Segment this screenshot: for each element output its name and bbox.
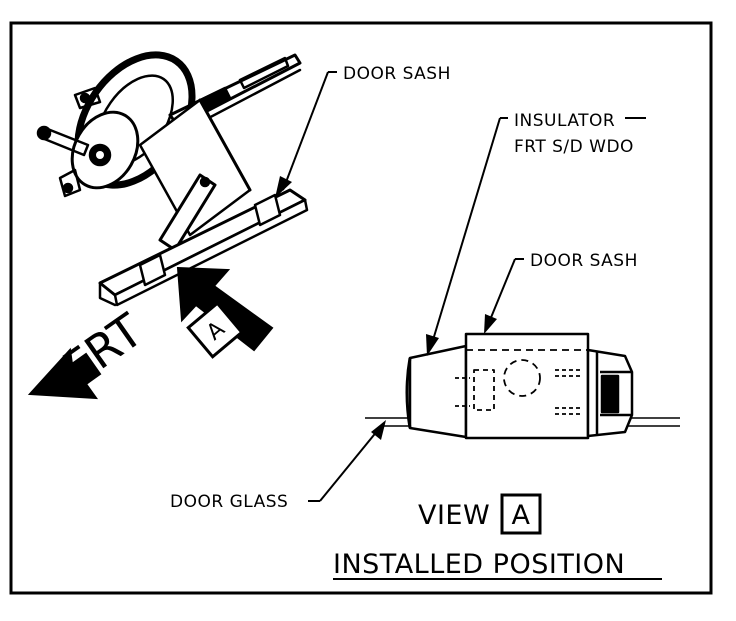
window-regulator-illustration — [36, 51, 309, 307]
view-ref-box — [186, 301, 244, 359]
door-glass-leader — [308, 429, 379, 502]
door-sash-arrowhead — [275, 176, 292, 198]
door-glass-arrowhead — [371, 420, 386, 440]
door-sash-detail-label: DOOR SASH — [530, 251, 638, 271]
view-title: VIEW — [418, 500, 490, 531]
insulator-label-line1: INSULATOR — [514, 111, 615, 131]
view-title-box — [500, 493, 542, 535]
door-glass-label: DOOR GLASS — [170, 492, 288, 512]
door-sash-detail-leader — [489, 258, 524, 321]
insulator-label-line2: FRT S/D WDO — [514, 137, 634, 157]
view-a-detail — [365, 332, 680, 440]
insulator-arrowhead — [426, 334, 439, 356]
door-sash-detail-arrowhead — [484, 314, 497, 334]
view-a-arrow — [176, 266, 274, 352]
view-title-letter: A — [512, 500, 531, 531]
insulator-leader — [432, 117, 508, 341]
front-arrow — [27, 347, 102, 400]
installed-position-title: INSTALLED POSITION — [333, 549, 625, 580]
diagram-frame — [9, 21, 713, 595]
door-sash-leader — [282, 71, 337, 191]
door-sash-label: DOOR SASH — [343, 64, 451, 84]
